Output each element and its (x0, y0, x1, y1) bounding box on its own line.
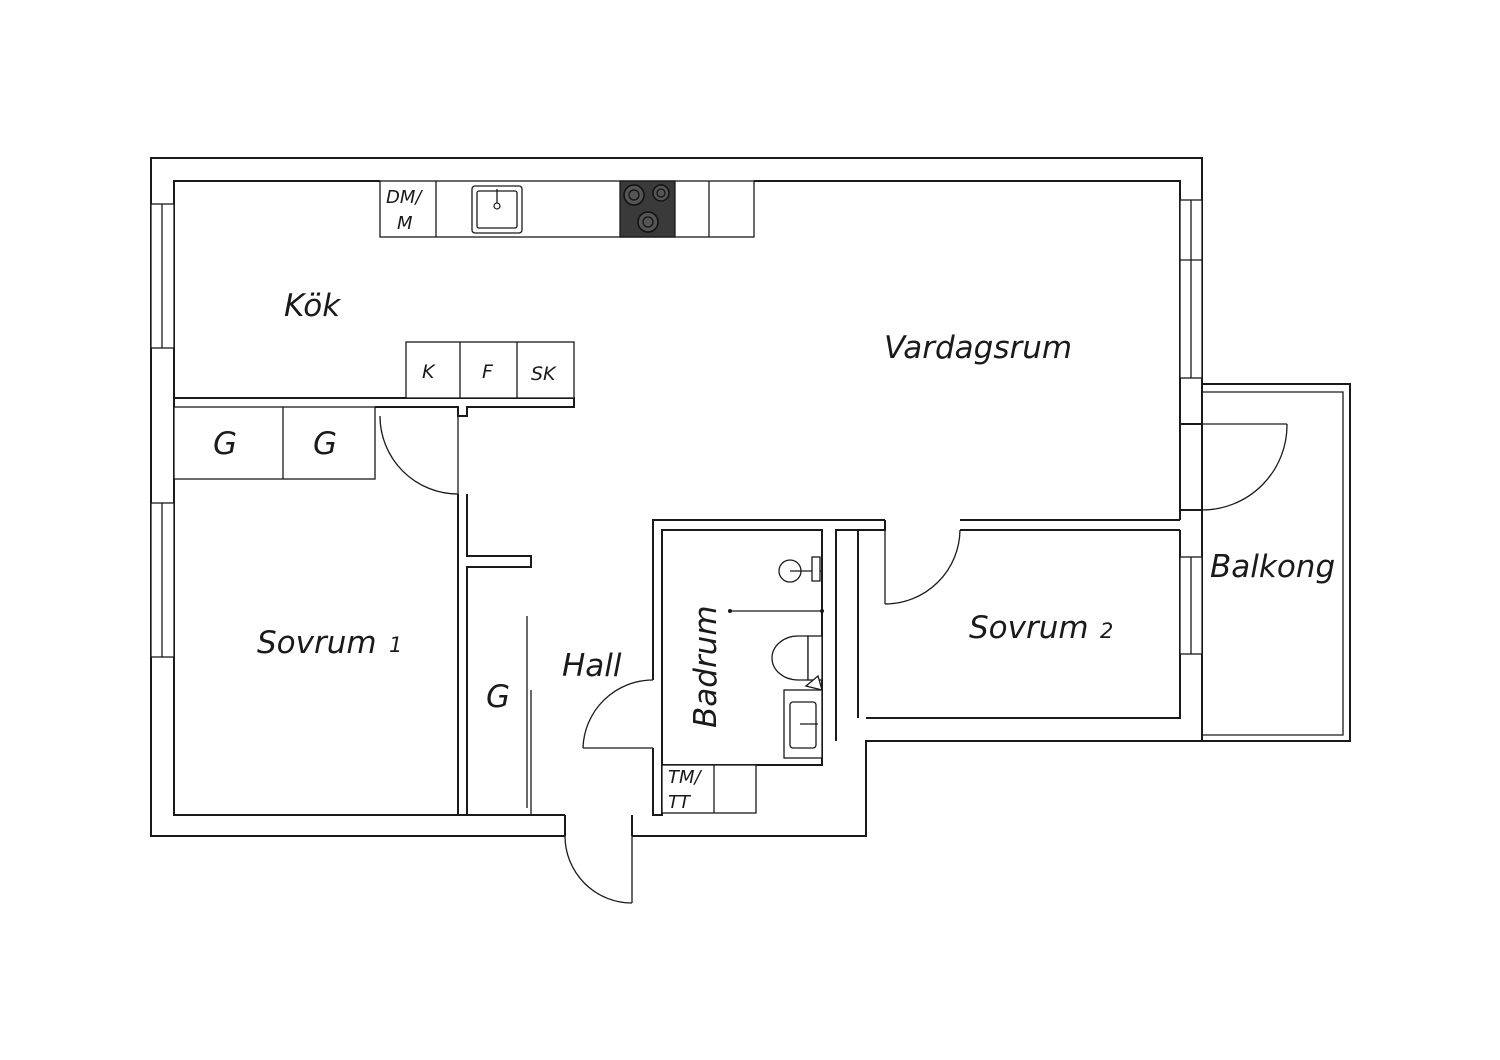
balcony (1202, 383, 1351, 742)
fixture-labels: DM/ M K F SK G G G TM/ TT (213, 187, 703, 813)
label-dishwasher-bottom: M (397, 213, 413, 234)
room-label-kok: Kök (284, 288, 341, 324)
kitchen-appliances (405, 341, 575, 399)
kitchen-counter (379, 180, 755, 238)
label-hall-closet: G (486, 679, 510, 715)
room-labels: Kök Vardagsrum Sovrum 1 Sovrum 2 Hall Ba… (257, 288, 1335, 728)
room-label-balkong: Balkong (1210, 549, 1335, 585)
label-dishwasher-top: DM/ (386, 187, 423, 208)
door-balcony (1201, 423, 1288, 511)
laundry-unit (661, 764, 757, 814)
door-entrance (564, 835, 633, 904)
room-label-sovrum-1: Sovrum (257, 625, 377, 661)
room-label-hall: Hall (562, 648, 622, 684)
label-laundry-top: TM/ (668, 767, 703, 788)
room-label-badrum: Badrum (688, 605, 724, 728)
label-wardrobe-2: G (313, 426, 337, 462)
bathroom-fixtures (728, 556, 824, 759)
room-number-sovrum-1: 1 (389, 633, 402, 657)
door-bedroom-2 (884, 529, 961, 605)
label-wardrobe-1: G (213, 426, 237, 462)
wardrobes (173, 406, 376, 480)
label-cabinet: SK (531, 363, 557, 385)
toilet-icon (771, 635, 809, 681)
label-laundry-bottom: TT (668, 792, 692, 813)
room-number-sovrum-2: 2 (1100, 619, 1113, 643)
windows (150, 199, 1203, 658)
room-label-vardagsrum: Vardagsrum (884, 330, 1072, 366)
outer-walls (150, 157, 1203, 837)
interior-walls (174, 397, 1202, 816)
room-label-sovrum-2: Sovrum (969, 610, 1089, 646)
label-freezer: F (482, 361, 494, 383)
doors (379, 415, 1288, 904)
door-bedroom-1 (379, 415, 459, 495)
door-bathroom (582, 679, 654, 749)
label-fridge: K (422, 361, 436, 383)
